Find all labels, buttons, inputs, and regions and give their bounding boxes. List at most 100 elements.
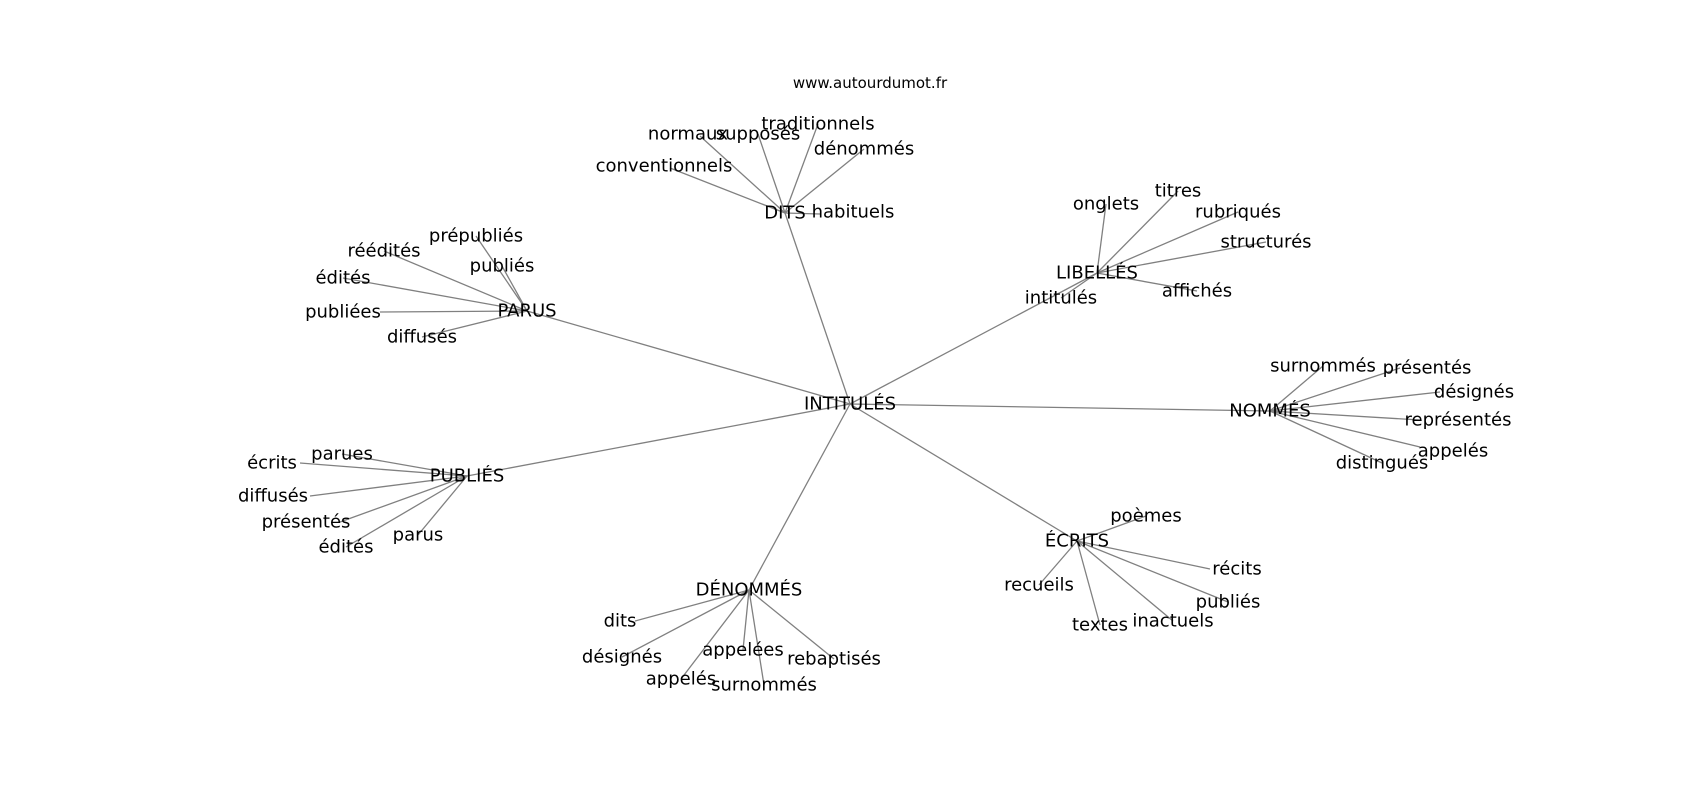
leaf-word-label: intitulés: [1025, 288, 1097, 309]
hub-to-leaf-edge: [1096, 241, 1267, 274]
hub-to-leaf-edge: [341, 453, 468, 477]
hub-word-label: DÉNOMMÉS: [696, 579, 803, 601]
hub-to-leaf-edge: [699, 135, 786, 214]
center-to-hub-edge: [849, 272, 1098, 405]
leaf-word-label: prépubliés: [429, 226, 523, 247]
hub-to-leaf-edge: [345, 475, 468, 548]
site-watermark: www.autourdumot.fr: [793, 74, 948, 92]
leaf-word-label: poèmes: [1110, 506, 1182, 527]
hub-to-leaf-edge: [342, 277, 528, 312]
leaf-word-label: onglets: [1073, 194, 1139, 215]
hub-to-leaf-edge: [1038, 540, 1078, 586]
center-to-hub-edge: [748, 403, 851, 591]
center-to-hub-edge: [466, 403, 851, 477]
leaf-word-label: désignés: [582, 647, 662, 668]
hub-to-leaf-edge: [621, 589, 750, 658]
leaf-word-label: présentés: [262, 512, 351, 533]
hub-to-leaf-edge: [1269, 410, 1383, 464]
center-to-hub-edge: [849, 403, 1078, 542]
hub-to-leaf-edge: [748, 589, 835, 660]
leaf-word-label: publiées: [305, 302, 381, 323]
leaf-word-label: publiés: [1196, 592, 1261, 613]
hub-to-leaf-edge: [784, 123, 819, 214]
hub-to-leaf-edge: [1096, 211, 1239, 274]
leaf-word-label: récits: [1212, 559, 1261, 580]
hub-to-leaf-edge: [309, 475, 468, 497]
leaf-word-label: titres: [1155, 181, 1202, 202]
hub-to-leaf-edge: [748, 589, 765, 686]
leaf-word-label: habituels: [812, 202, 895, 223]
leaf-word-label: appelées: [702, 640, 783, 661]
hub-to-leaf-edge: [757, 133, 786, 214]
leaf-word-label: textes: [1072, 615, 1128, 636]
hub-to-leaf-edge: [1076, 540, 1229, 603]
center-to-hub-edge: [526, 310, 851, 405]
hub-to-leaf-edge: [1269, 391, 1441, 412]
hub-to-leaf-edge: [1096, 203, 1107, 274]
center-to-hub-edge: [849, 403, 1271, 412]
hub-word-label: PUBLIÉS: [430, 465, 505, 487]
hub-to-leaf-edge: [379, 310, 528, 313]
hub-to-leaf-edge: [634, 589, 750, 622]
leaf-word-label: publiés: [470, 256, 535, 277]
hub-to-leaf-edge: [1269, 410, 1421, 421]
leaf-word-label: normaux: [648, 124, 728, 145]
hub-to-leaf-edge: [1096, 272, 1198, 292]
hub-to-leaf-edge: [1269, 365, 1324, 412]
leaf-word-label: parus: [393, 525, 444, 546]
hub-to-leaf-edge: [1076, 540, 1211, 570]
leaf-word-label: réédités: [347, 241, 420, 262]
hub-to-leaf-edge: [1269, 410, 1421, 448]
center-to-hub-edge: [784, 212, 851, 405]
hub-to-leaf-edge: [339, 475, 468, 523]
leaf-word-label: surnommés: [711, 675, 817, 696]
hub-to-leaf-edge: [299, 462, 468, 477]
hub-to-leaf-edge: [784, 148, 865, 214]
hub-to-leaf-edge: [742, 589, 750, 651]
hub-to-leaf-edge: [1269, 367, 1401, 412]
leaf-word-label: dits: [604, 611, 637, 632]
hub-to-leaf-edge: [417, 475, 468, 536]
leaf-word-label: supposés: [716, 124, 800, 145]
leaf-word-label: affichés: [1162, 281, 1232, 302]
leaf-word-label: appelés: [1418, 441, 1488, 462]
leaf-word-label: présentés: [1383, 358, 1472, 379]
leaf-word-label: inactuels: [1132, 611, 1213, 632]
hub-word-label: PARUS: [497, 301, 556, 322]
hub-to-leaf-edge: [1076, 540, 1101, 626]
leaf-word-label: désignés: [1434, 382, 1514, 403]
leaf-word-label: conventionnels: [596, 156, 733, 177]
leaf-word-label: édités: [318, 537, 373, 558]
hub-to-leaf-edge: [1096, 190, 1179, 274]
leaf-word-label: rebaptisés: [787, 649, 881, 670]
leaf-word-label: écrits: [247, 453, 297, 474]
hub-word-label: DITS: [764, 203, 806, 224]
hub-word-label: LIBELLÉS: [1056, 262, 1138, 284]
graph-labels: INTITULÉS DITS normauxsupposéstraditionnel…: [238, 114, 1514, 696]
hub-to-leaf-edge: [669, 167, 786, 214]
leaf-word-label: représentés: [1405, 410, 1512, 431]
hub-to-leaf-edge: [501, 265, 528, 312]
leaf-word-label: diffusés: [387, 327, 457, 348]
hub-to-leaf-edge: [475, 235, 528, 312]
hub-to-leaf-edge: [1076, 540, 1174, 622]
leaf-word-label: structurés: [1220, 232, 1311, 253]
leaf-word-label: surnommés: [1270, 356, 1376, 377]
hub-to-leaf-edge: [1076, 515, 1147, 542]
hub-word-label: NOMMÉS: [1229, 400, 1311, 422]
leaf-word-label: recueils: [1004, 575, 1074, 596]
hub-to-leaf-edge: [383, 250, 528, 312]
leaf-word-label: dénommés: [814, 139, 914, 160]
hub-to-leaf-edge: [784, 212, 821, 215]
leaf-word-label: parues: [311, 444, 373, 465]
hub-word-label: ÉCRITS: [1045, 530, 1109, 552]
leaf-word-label: édités: [315, 268, 370, 289]
leaf-word-label: diffusés: [238, 486, 308, 507]
hub-to-leaf-edge: [680, 589, 750, 680]
hub-to-leaf-edge: [421, 310, 528, 338]
leaf-word-label: traditionnels: [761, 114, 874, 135]
graph-edges: [299, 123, 1441, 686]
center-word-label: INTITULÉS: [804, 393, 896, 415]
